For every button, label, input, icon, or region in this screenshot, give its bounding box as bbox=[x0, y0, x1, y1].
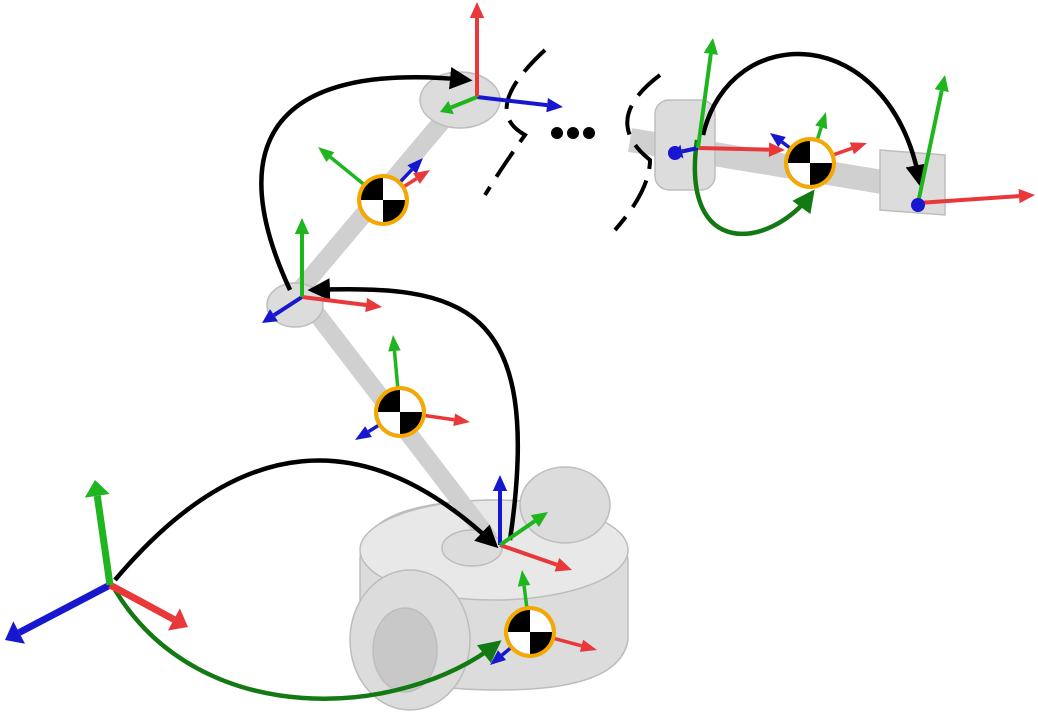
center-of-mass-marker-icon bbox=[374, 386, 426, 438]
ellipsis-dots-icon bbox=[551, 127, 595, 139]
x-axis-arrow-icon bbox=[499, 543, 572, 572]
y-axis-arrow-icon bbox=[916, 75, 949, 204]
top-joint-frame bbox=[440, 2, 563, 115]
x-axis-arrow-icon bbox=[469, 2, 485, 97]
world-frame bbox=[5, 480, 188, 644]
elbow-to-top-arrow bbox=[259, 67, 473, 291]
end-effector-frame bbox=[910, 75, 1035, 205]
robot-body bbox=[266, 71, 946, 711]
joint-wrist bbox=[654, 99, 716, 191]
z-axis-arrow-icon bbox=[262, 295, 304, 323]
z-axis-arrow-icon bbox=[476, 95, 563, 113]
wheel-back bbox=[519, 466, 611, 544]
base-to-elbow-arrow bbox=[307, 278, 521, 541]
wheel-hub bbox=[372, 607, 438, 693]
omission-breaks bbox=[483, 48, 662, 232]
z-axis-arrow-icon bbox=[492, 475, 508, 545]
joint-base bbox=[441, 529, 503, 567]
y-axis-arrow-icon bbox=[294, 218, 310, 297]
elbow-joint-frame bbox=[262, 218, 382, 323]
y-axis-arrow-icon bbox=[696, 38, 718, 149]
x-axis-arrow-icon bbox=[108, 581, 188, 631]
end-effector-origin bbox=[911, 198, 925, 212]
center-of-mass-marker-icon bbox=[504, 606, 556, 658]
x-axis-arrow-icon bbox=[301, 295, 382, 313]
base-joint-frame bbox=[492, 475, 572, 572]
x-axis-arrow-icon bbox=[917, 188, 1035, 205]
center-of-mass-marker-icon bbox=[357, 174, 409, 226]
world-to-base-arrow bbox=[113, 458, 499, 582]
y-axis-arrow-icon bbox=[440, 95, 478, 115]
base-com-arrow bbox=[113, 588, 502, 701]
y-axis-arrow-icon bbox=[84, 480, 114, 586]
wrist-com-arrow bbox=[692, 139, 815, 236]
wrist-origin bbox=[668, 146, 682, 160]
y-axis-arrow-icon bbox=[498, 512, 548, 547]
z-axis-arrow-icon bbox=[5, 581, 112, 644]
center-of-mass-marker-icon bbox=[784, 137, 836, 189]
x-axis-arrow-icon bbox=[697, 142, 785, 157]
wrist-to-end-arrow bbox=[700, 51, 928, 188]
